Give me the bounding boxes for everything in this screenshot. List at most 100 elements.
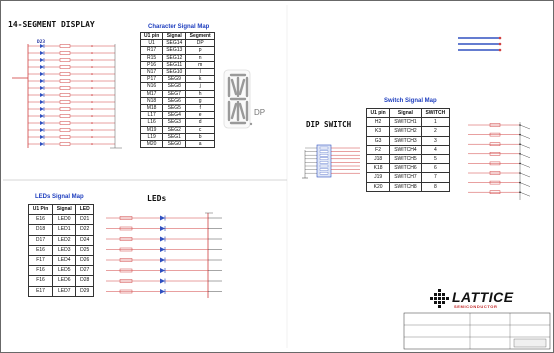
table-cell: SEG1 xyxy=(162,132,187,142)
led-driver-wiring xyxy=(106,212,222,298)
table-cell: SWITCH6 xyxy=(389,163,422,174)
table-cell: D18 xyxy=(27,224,54,236)
resistor-icon xyxy=(59,114,71,118)
led-diode-icon xyxy=(40,121,44,125)
table-cell: SEG5 xyxy=(162,104,187,113)
resistor-icon xyxy=(59,142,71,146)
table-cell: 1 xyxy=(420,117,451,128)
table-cell: L17 xyxy=(139,111,164,120)
switch-map-title: Switch Signal Map xyxy=(384,98,437,104)
col-header: Segment xyxy=(185,31,215,41)
led-diode-icon xyxy=(40,51,44,55)
table-cell: K3 xyxy=(365,126,391,137)
resistor-icon xyxy=(59,58,71,62)
table-cell: M20 xyxy=(139,140,164,149)
dip-switch-symbol xyxy=(302,144,360,179)
table-cell: M17 xyxy=(139,89,164,98)
table-cell: D28 xyxy=(75,275,94,287)
table-cell: D26 xyxy=(75,255,94,267)
resistor-icon xyxy=(489,180,501,185)
title-block xyxy=(403,312,551,350)
leds-map-title: LEDs Signal Map xyxy=(35,194,84,200)
table-cell: LED0 xyxy=(52,214,77,226)
table-cell: H2 xyxy=(365,117,391,128)
table-cell: k xyxy=(185,75,215,84)
table-cell: D27 xyxy=(75,265,94,277)
table-cell: SWITCH2 xyxy=(389,126,422,137)
resistor-icon xyxy=(59,121,71,125)
led-diode-icon xyxy=(40,107,44,111)
table-cell: D17 xyxy=(27,234,54,246)
top-right-nets xyxy=(458,36,502,52)
led-diode-icon xyxy=(160,215,165,221)
table-cell: LED2 xyxy=(52,234,77,246)
table-cell: L19 xyxy=(139,132,164,142)
table-cell: d xyxy=(185,118,215,127)
resistor-icon xyxy=(119,247,133,252)
table-cell: SEG9 xyxy=(162,75,187,84)
table-cell: F2 xyxy=(365,144,391,156)
table-cell: j xyxy=(185,82,215,91)
table-cell: f xyxy=(185,104,215,113)
resistor-icon xyxy=(59,107,71,111)
table-cell: LED1 xyxy=(52,224,77,236)
led-diode-icon xyxy=(160,226,165,231)
led-diode-icon xyxy=(40,100,44,104)
table-cell: n xyxy=(185,53,215,62)
table-cell: SWITCH7 xyxy=(389,172,422,183)
table-cell: SWITCH8 xyxy=(389,181,422,192)
table-cell: 8 xyxy=(420,181,451,192)
table-cell: P16 xyxy=(139,60,164,70)
table-cell: 7 xyxy=(420,172,451,183)
character-map-title: Character Signal Map xyxy=(148,24,210,30)
table-cell: 6 xyxy=(420,163,451,174)
table-cell: SEG8 xyxy=(162,82,187,91)
table-cell: K20 xyxy=(365,181,391,192)
resistor-icon xyxy=(489,132,501,137)
resistor-icon xyxy=(119,216,133,220)
col-header: SWITCH xyxy=(420,107,451,119)
table-cell: D29 xyxy=(75,285,94,297)
resistor-icon xyxy=(59,100,71,104)
led-diode-icon xyxy=(40,128,44,132)
table-cell: SWITCH1 xyxy=(389,117,422,128)
resistor-icon xyxy=(59,44,71,48)
table-cell: 4 xyxy=(420,144,451,156)
dp-label: DP xyxy=(254,108,266,117)
resistor-icon xyxy=(489,190,501,194)
resistor-icon xyxy=(489,161,501,166)
col-header: Signal xyxy=(389,107,422,119)
segment-display-title: 14-SEGMENT DISPLAY xyxy=(8,20,95,29)
table-cell: LED4 xyxy=(52,255,77,267)
table-cell: SWITCH4 xyxy=(389,144,422,156)
resistor-icon xyxy=(119,258,133,262)
fourteen-segment-glyph xyxy=(223,69,253,129)
table-cell: SEG6 xyxy=(162,96,187,106)
table-cell: L16 xyxy=(139,118,164,127)
led-diode-icon xyxy=(160,236,165,242)
table-cell: 3 xyxy=(420,135,451,146)
dip-switch-title: DIP SWITCH xyxy=(306,120,352,129)
table-cell: SWITCH5 xyxy=(389,154,422,165)
table-cell: D21 xyxy=(75,214,94,226)
led-diode-icon xyxy=(40,142,44,146)
led-diode-icon xyxy=(40,93,44,97)
